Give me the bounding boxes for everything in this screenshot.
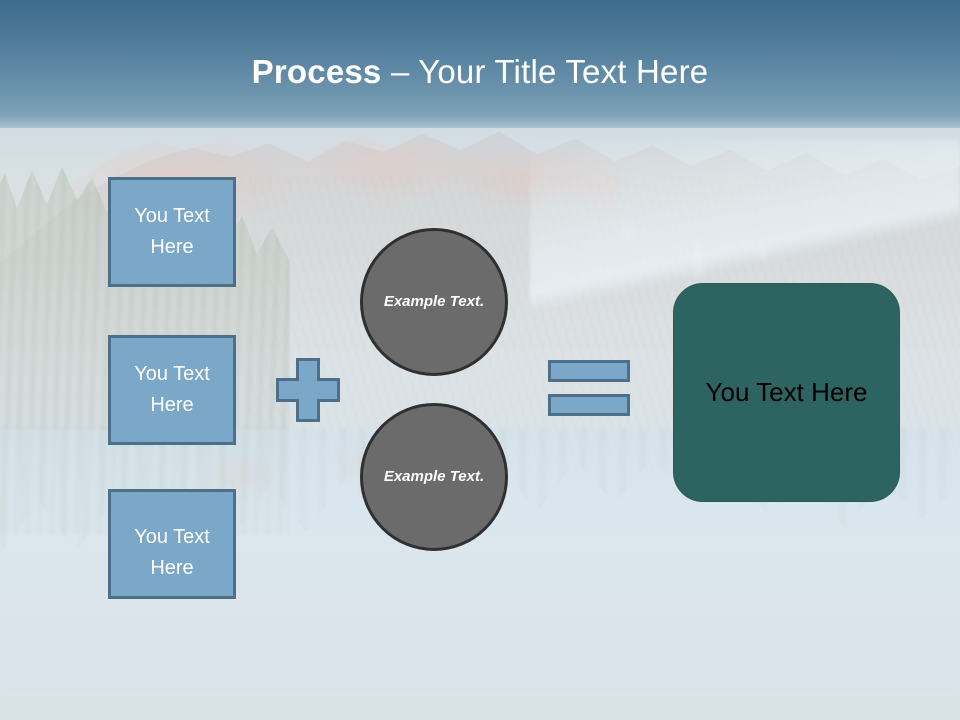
page-title-light: – Your Title Text Here: [381, 53, 709, 90]
equals-icon-top-bar: [548, 360, 630, 382]
input-box-1-label: You Text Here: [134, 205, 210, 258]
page-title-strong: Process: [251, 53, 382, 90]
input-box-3[interactable]: You Text Here: [108, 489, 236, 599]
input-box-2-label: You Text Here: [134, 363, 210, 416]
result-box-label: You Text Here: [705, 377, 868, 407]
plus-icon-fill-vertical: [299, 361, 317, 419]
input-box-3-label: You Text Here: [134, 526, 210, 579]
equals-icon: [548, 360, 630, 416]
result-box[interactable]: You Text Here: [673, 283, 900, 502]
page-title: Process – Your Title Text Here: [0, 52, 960, 92]
plus-icon: [276, 358, 340, 422]
factor-circle-1-label: Example Text.: [383, 293, 485, 310]
input-box-2[interactable]: You Text Here: [108, 335, 236, 445]
equals-icon-bottom-bar: [548, 394, 630, 416]
factor-circle-1[interactable]: Example Text.: [360, 228, 508, 376]
factor-circle-2-label: Example Text.: [383, 468, 485, 485]
factor-circle-2[interactable]: Example Text.: [360, 403, 508, 551]
input-box-1[interactable]: You Text Here: [108, 177, 236, 287]
title-band: [0, 0, 960, 128]
